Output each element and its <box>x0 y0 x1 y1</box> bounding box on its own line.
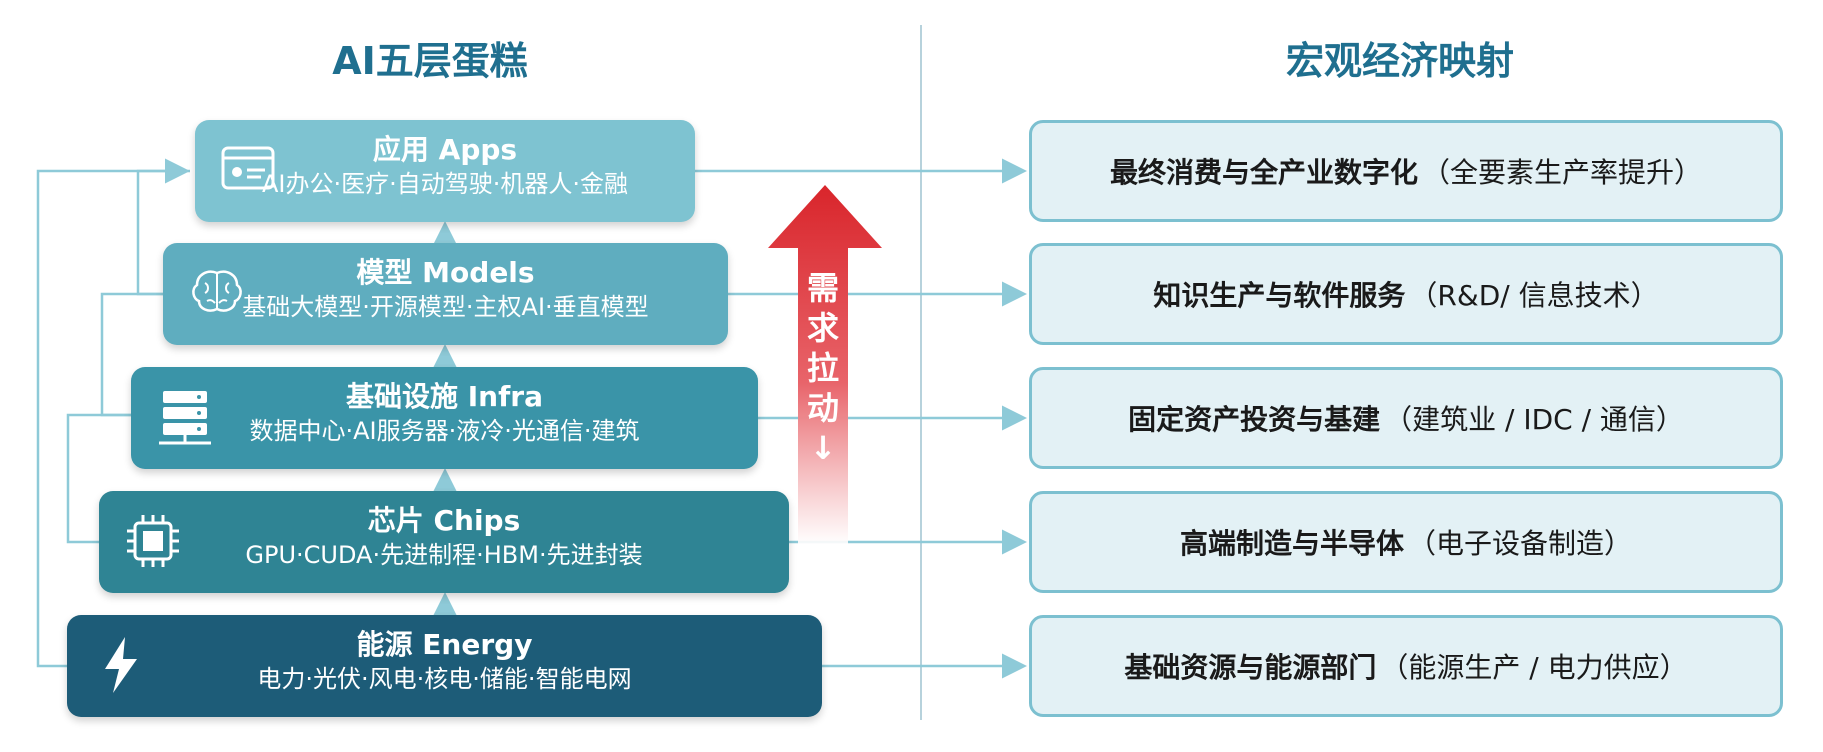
mapping-box-consumption: 最终消费与全产业数字化 （全要素生产率提升） <box>1029 120 1783 222</box>
mapping-box-manufacturing: 高端制造与半导体 （电子设备制造） <box>1029 491 1783 593</box>
mapping-subtitle: （电子设备制造） <box>1408 527 1633 560</box>
mapping-title: 高端制造与半导体 <box>1179 527 1404 560</box>
layer-title: 芯片 Chips <box>367 504 521 537</box>
mapping-subtitle: （R&D/ 信息技术） <box>1409 279 1659 312</box>
mapping-title: 固定资产投资与基建 <box>1128 403 1381 436</box>
mapping-subtitle: （建筑业 / IDC / 通信） <box>1384 403 1684 436</box>
mapping-subtitle: （能源生产 / 电力供应） <box>1380 651 1688 684</box>
mapping-subtitle: （全要素生产率提升） <box>1422 156 1703 189</box>
mapping-box-knowledge: 知识生产与软件服务 （R&D/ 信息技术） <box>1029 243 1783 345</box>
layer-chips: 芯片 Chips GPU·CUDA·先进制程·HBM·先进封装 <box>99 491 789 593</box>
layer-title: 应用 Apps <box>372 133 518 166</box>
layer-title: 能源 Energy <box>356 628 533 661</box>
loop-energy-to-apps <box>36 158 190 668</box>
mapping-box-energy: 基础资源与能源部门 （能源生产 / 电力供应） <box>1029 615 1783 717</box>
app-window-icon <box>221 146 275 190</box>
layer-subtitle: AI办公·医疗·自动驾驶·机器人·金融 <box>261 170 628 198</box>
layer-title: 基础设施 Infra <box>346 380 543 413</box>
brain-icon <box>192 270 242 312</box>
mapping-title: 知识生产与软件服务 <box>1153 279 1406 312</box>
chip-icon <box>127 515 179 567</box>
mapping-title: 基础资源与能源部门 <box>1124 651 1377 684</box>
layer-infra: 基础设施 Infra 数据中心·AI服务器·液冷·光通信·建筑 <box>131 367 758 469</box>
layer-subtitle: 数据中心·AI服务器·液冷·光通信·建筑 <box>249 417 640 445</box>
layer-models: 模型 Models 基础大模型·开源模型·主权AI·垂直模型 <box>163 243 728 345</box>
lightning-icon <box>105 637 137 693</box>
demand-arrow <box>768 185 882 545</box>
layer-subtitle: 基础大模型·开源模型·主权AI·垂直模型 <box>242 293 649 321</box>
layer-apps: 应用 Apps AI办公·医疗·自动驾驶·机器人·金融 <box>195 120 695 222</box>
layer-energy: 能源 Energy 电力·光伏·风电·核电·储能·智能电网 <box>67 615 822 717</box>
column-divider <box>920 25 922 720</box>
layer-subtitle: GPU·CUDA·先进制程·HBM·先进封装 <box>245 541 643 569</box>
left-heading: AI五层蛋糕 <box>332 39 528 83</box>
layer-subtitle: 电力·光伏·风电·核电·储能·智能电网 <box>257 665 632 693</box>
demand-arrow-label: 需求拉动↓ <box>806 269 839 467</box>
layer-title: 模型 Models <box>356 256 535 289</box>
mapping-box-investment: 固定资产投资与基建 （建筑业 / IDC / 通信） <box>1029 367 1783 469</box>
right-heading: 宏观经济映射 <box>1285 39 1514 83</box>
mapping-title: 最终消费与全产业数字化 <box>1109 156 1418 189</box>
server-icon <box>159 391 211 445</box>
